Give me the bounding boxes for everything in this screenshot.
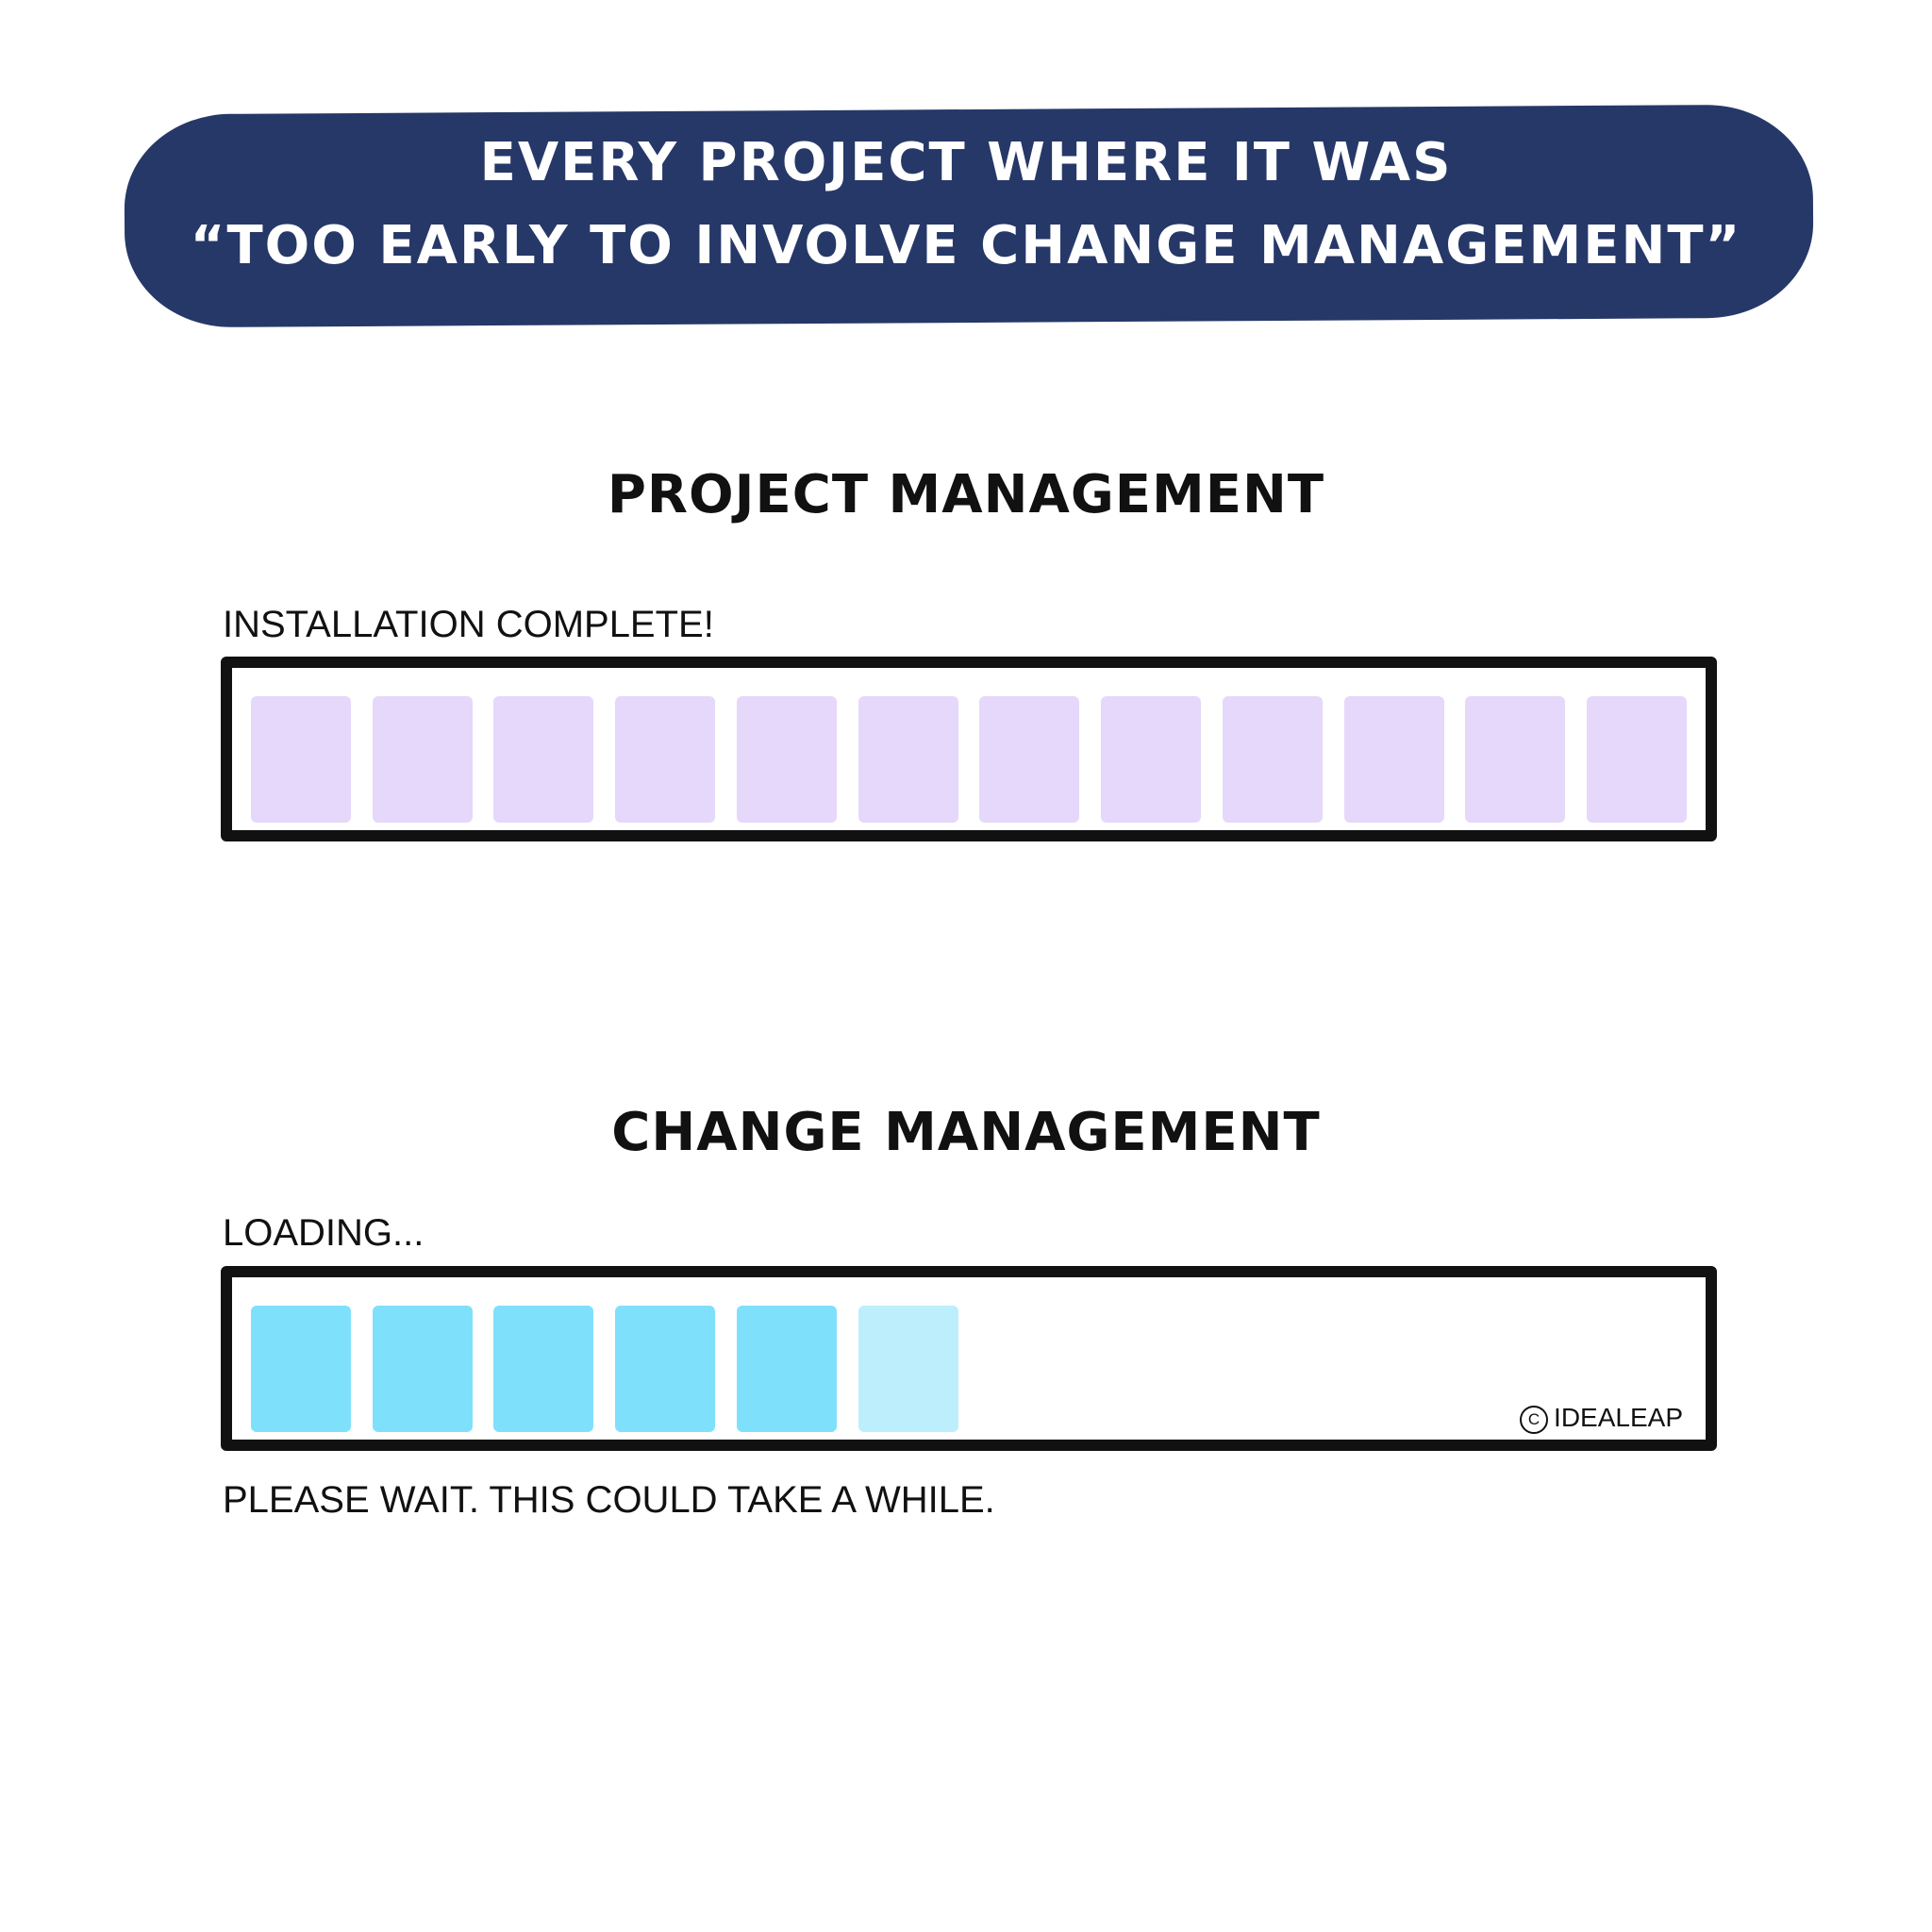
copyright-label: IDEALEAP bbox=[1554, 1403, 1683, 1433]
project-progress-segment-8 bbox=[1101, 696, 1201, 823]
banner-title-line-2: “TOO EARLY TO INVOLVE CHANGE MANAGEMENT” bbox=[190, 215, 1742, 276]
project-progress-segment-1 bbox=[251, 696, 351, 823]
change-progress-segment-1 bbox=[251, 1306, 351, 1432]
project-progress-segment-3 bbox=[493, 696, 593, 823]
project-progress-segment-4 bbox=[615, 696, 715, 823]
change-management-status: LOADING... bbox=[223, 1212, 425, 1254]
change-progress-segment-5 bbox=[737, 1306, 837, 1432]
change-management-wait-message: PLEASE WAIT. THIS COULD TAKE A WHILE. bbox=[223, 1479, 995, 1521]
copyright-icon: C bbox=[1520, 1406, 1549, 1434]
project-management-progress-bar bbox=[221, 657, 1717, 841]
change-progress-segment-3 bbox=[493, 1306, 593, 1432]
change-progress-segment-6 bbox=[858, 1306, 958, 1432]
project-progress-segment-7 bbox=[979, 696, 1079, 823]
project-progress-segment-2 bbox=[373, 696, 473, 823]
change-progress-segment-4 bbox=[615, 1306, 715, 1432]
banner-title-line-1: EVERY PROJECT WHERE IT WAS bbox=[479, 132, 1453, 193]
project-progress-segment-11 bbox=[1465, 696, 1565, 823]
project-progress-segment-5 bbox=[737, 696, 837, 823]
project-progress-segment-6 bbox=[858, 696, 958, 823]
project-progress-segment-12 bbox=[1587, 696, 1687, 823]
project-progress-segment-10 bbox=[1344, 696, 1444, 823]
project-management-status: INSTALLATION COMPLETE! bbox=[223, 604, 714, 645]
project-progress-segment-9 bbox=[1223, 696, 1323, 823]
change-progress-segment-2 bbox=[373, 1306, 473, 1432]
change-management-heading: CHANGE MANAGEMENT bbox=[611, 1102, 1321, 1163]
project-management-heading: PROJECT MANAGEMENT bbox=[607, 464, 1325, 525]
